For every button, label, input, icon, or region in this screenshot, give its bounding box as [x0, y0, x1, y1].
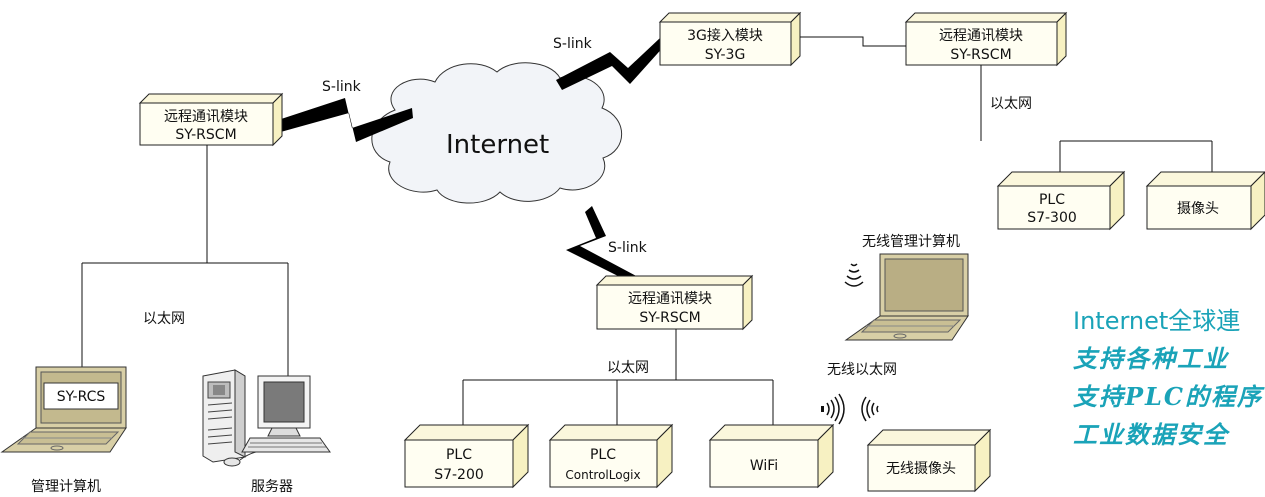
module-left: 远程通讯模块 SY-RSCM [138, 92, 284, 147]
plc-controllogix-line1: PLC [590, 447, 616, 463]
plc-s7-200-line2: S7-200 [434, 467, 484, 483]
module-left-line2: SY-RSCM [175, 127, 236, 143]
promo-line-2: 支持各种工业 [1073, 344, 1229, 373]
module-center-line1: 远程通讯模块 [628, 291, 712, 307]
device-plc-controllogix: PLC ControlLogix [548, 423, 674, 489]
wireless-signal-icon [821, 393, 879, 425]
management-computer-label: 管理计算机 [31, 479, 101, 495]
device-wireless-camera: 无线摄像头 [866, 428, 992, 493]
wireless-laptop-icon [844, 253, 969, 341]
module-3g: 3G接入模块 SY-3G [658, 11, 802, 67]
module-left-line1: 远程通讯模块 [164, 109, 248, 125]
management-laptop-icon [0, 366, 127, 453]
module-right-line2: SY-RSCM [950, 47, 1011, 63]
plc-s7-200-line1: PLC [446, 447, 472, 463]
module-center-line2: SY-RSCM [639, 310, 700, 326]
device-wifi: WiFi [708, 423, 835, 489]
wireless-camera-label: 无线摄像头 [886, 461, 956, 477]
slink-bolt-left [272, 98, 413, 142]
slink-bolt-top [556, 38, 666, 90]
module-3g-line2: SY-3G [705, 47, 746, 63]
wifi-label: WiFi [750, 458, 778, 474]
promo-line-1: Internet全球連 [1073, 307, 1241, 335]
module-center: 远程通讯模块 SY-RSCM [595, 274, 754, 331]
wireless-ethernet-label: 无线以太网 [827, 362, 897, 378]
wireless-laptop-signal-icon [844, 263, 864, 287]
promo-line-3: 支持PLC的程序 [1073, 382, 1264, 411]
server-icon [202, 369, 331, 467]
promo-line-4: 工业数据安全 [1073, 420, 1229, 449]
promo-text-panel: Internet全球連 支持各种工业 支持PLC的程序 工业数据安全 [1073, 302, 1265, 472]
cloud-label: Internet [446, 130, 549, 160]
slink-label-left: S-link [322, 79, 362, 95]
plc-controllogix-line2: ControlLogix [565, 468, 640, 482]
ethernet-label-center: 以太网 [607, 360, 649, 376]
device-plc-s7-200: PLC S7-200 [403, 423, 530, 489]
internet-cloud: Internet [371, 62, 623, 204]
server-label: 服务器 [251, 479, 293, 495]
wireless-management-computer-label: 无线管理计算机 [862, 234, 960, 250]
plc-s7-300-line1: PLC [1039, 192, 1065, 208]
slink-label-top: S-link [553, 36, 593, 52]
laptop-screen-label: SY-RCS [57, 389, 106, 405]
ethernet-label-right: 以太网 [990, 96, 1032, 112]
module-3g-line1: 3G接入模块 [687, 27, 763, 44]
plc-s7-300-line2: S7-300 [1027, 210, 1077, 226]
slink-label-center: S-link [608, 240, 648, 256]
connection-lines [81, 36, 1213, 435]
camera-label: 摄像头 [1177, 201, 1219, 217]
device-camera: 摄像头 [1145, 171, 1265, 231]
ethernet-label-left: 以太网 [143, 311, 185, 327]
module-right: 远程通讯模块 SY-RSCM [904, 11, 1068, 67]
device-plc-s7-300: PLC S7-300 [996, 170, 1126, 231]
module-right-line1: 远程通讯模块 [939, 28, 1023, 44]
